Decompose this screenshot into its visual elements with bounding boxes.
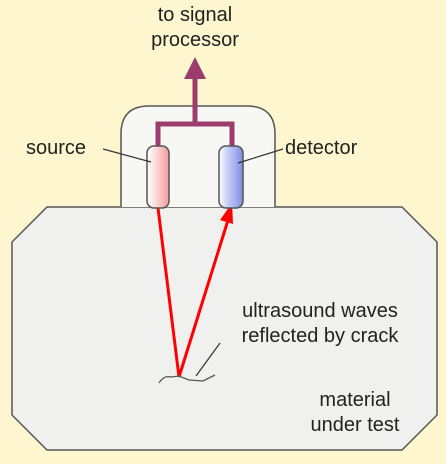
waves-label-line2: reflected by crack <box>241 325 399 347</box>
detector-leader-line <box>237 148 284 164</box>
waves-leader-line <box>195 342 221 377</box>
output-label-line2: processor <box>151 29 239 51</box>
signal-wire <box>155 78 235 146</box>
material-block <box>11 206 438 451</box>
material-label-line2: under test <box>310 414 400 436</box>
detector-transducer <box>218 145 244 209</box>
reflected-wave-path <box>177 216 231 378</box>
probe-housing <box>120 105 276 207</box>
waves-label-line1: ultrasound waves <box>242 300 398 322</box>
source-leader-line <box>102 148 152 163</box>
material-label-line1: material <box>319 389 391 411</box>
detector-label: detector <box>285 137 358 159</box>
signal-output-arrowhead <box>184 57 206 79</box>
crack <box>158 374 216 384</box>
output-label-line1: to signal <box>157 4 233 26</box>
incident-wave-path <box>156 207 181 378</box>
source-transducer <box>146 145 170 209</box>
source-label: source <box>26 137 87 159</box>
